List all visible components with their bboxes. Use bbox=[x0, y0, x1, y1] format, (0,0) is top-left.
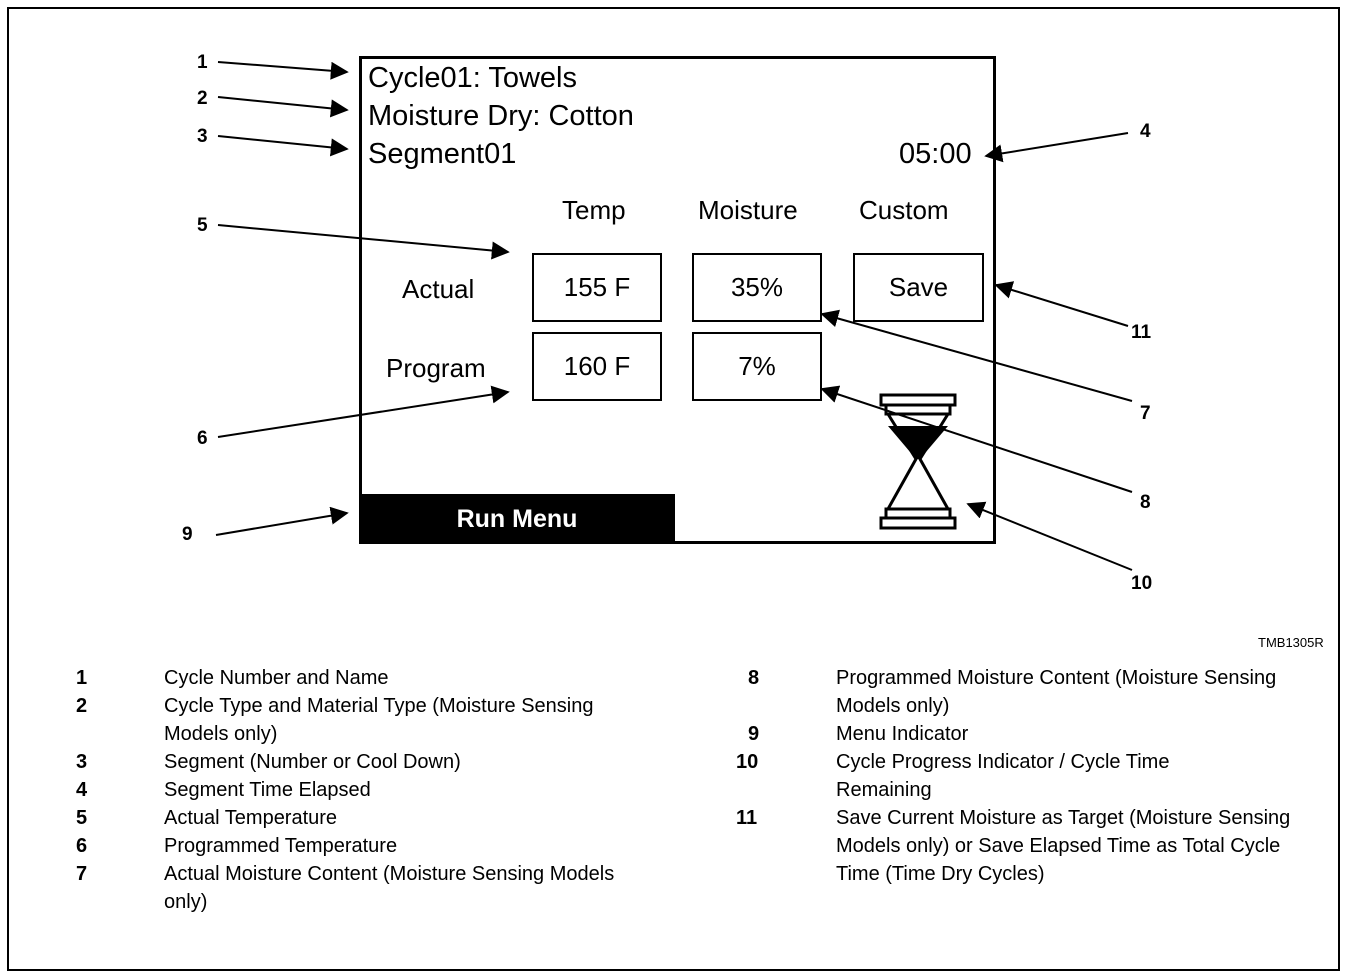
callout-11: 11 bbox=[1131, 322, 1152, 343]
legend-text: Cycle Progress Indicator / Cycle Time Re… bbox=[836, 751, 1170, 801]
legend-number: 11 bbox=[736, 807, 758, 829]
legend-number: 3 bbox=[76, 751, 88, 773]
column-header-temp: Temp bbox=[562, 195, 626, 225]
row-label-program: Program bbox=[386, 353, 486, 383]
legend-text: Actual Temperature bbox=[164, 807, 338, 829]
figure-code: TMB1305R bbox=[1258, 635, 1324, 650]
actual-moisture-box: 35% bbox=[692, 253, 822, 322]
legend-text: Cycle Number and Name bbox=[164, 667, 389, 689]
legend-number: 2 bbox=[76, 695, 88, 717]
display-screen bbox=[359, 56, 996, 544]
save-button[interactable]: Save bbox=[853, 253, 984, 322]
callout-4: 4 bbox=[1140, 121, 1151, 142]
figure-border bbox=[7, 7, 1340, 971]
callout-8: 8 bbox=[1140, 492, 1151, 513]
callout-9: 9 bbox=[182, 524, 193, 545]
legend-text: Segment Time Elapsed bbox=[164, 779, 371, 801]
run-menu-label: Run Menu bbox=[456, 504, 578, 533]
legend-text: Cycle Type and Material Type (Moisture S… bbox=[164, 695, 594, 745]
legend-number: 6 bbox=[76, 835, 88, 857]
segment-time-text: 05:00 bbox=[899, 138, 972, 170]
cycle-name-text: Cycle01: Towels bbox=[368, 62, 578, 94]
callout-1: 1 bbox=[197, 52, 208, 73]
legend-number: 4 bbox=[76, 779, 88, 801]
cycle-type-text: Moisture Dry: Cotton bbox=[368, 100, 634, 132]
callout-7: 7 bbox=[1140, 403, 1151, 424]
legend-text: Segment (Number or Cool Down) bbox=[164, 751, 461, 773]
legend-text: Programmed Temperature bbox=[164, 835, 398, 857]
program-moisture-box: 7% bbox=[692, 332, 822, 401]
legend-number: 10 bbox=[736, 751, 759, 773]
legend-number: 7 bbox=[76, 863, 88, 885]
legend-text: Save Current Moisture as Target (Moistur… bbox=[836, 807, 1291, 885]
legend-text: Menu Indicator bbox=[836, 723, 969, 745]
callout-2: 2 bbox=[197, 88, 208, 109]
column-header-moisture: Moisture bbox=[698, 195, 798, 225]
segment-text: Segment01 bbox=[368, 138, 517, 170]
legend-text: Actual Moisture Content (Moisture Sensin… bbox=[164, 863, 615, 913]
legend-number: 1 bbox=[76, 667, 88, 689]
run-menu-indicator[interactable]: Run Menu bbox=[359, 494, 675, 544]
legend-number: 9 bbox=[748, 723, 760, 745]
column-header-custom: Custom bbox=[859, 195, 949, 225]
legend-text: Programmed Moisture Content (Moisture Se… bbox=[836, 667, 1277, 717]
legend-number: 5 bbox=[76, 807, 88, 829]
row-label-actual: Actual bbox=[402, 274, 475, 304]
callout-5: 5 bbox=[197, 215, 208, 236]
callout-6: 6 bbox=[197, 428, 208, 449]
actual-temp-box: 155 F bbox=[532, 253, 662, 322]
callout-3: 3 bbox=[197, 126, 208, 147]
legend-number: 8 bbox=[748, 667, 760, 689]
callout-10: 10 bbox=[1131, 573, 1153, 594]
program-temp-box: 160 F bbox=[532, 332, 662, 401]
